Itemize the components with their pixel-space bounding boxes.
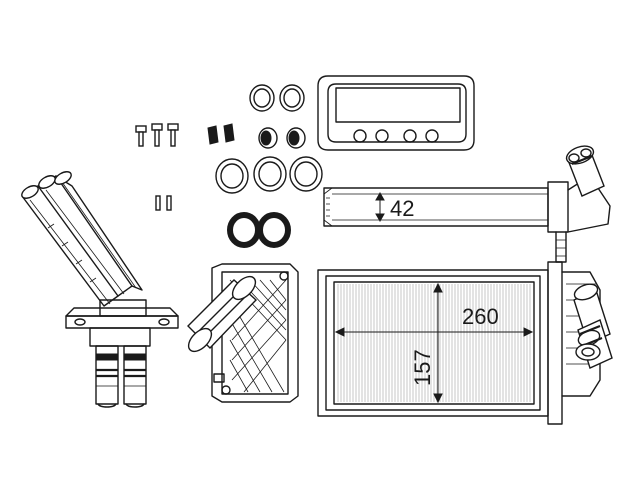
dimension-tube-label: 42 (390, 196, 414, 221)
end-tank-center (187, 263, 299, 403)
gasket-plate (317, 75, 475, 151)
dimension-height-label: 157 (410, 349, 435, 386)
core-fins (337, 284, 531, 402)
mounting-screws (135, 123, 179, 211)
seal-rings (215, 84, 323, 248)
heater-core: 260 157 (317, 261, 613, 425)
retaining-clips (207, 123, 235, 145)
tube-section: 42 (323, 145, 611, 263)
dimension-width-label: 260 (462, 304, 499, 329)
pipe-manifold-left (21, 171, 179, 408)
